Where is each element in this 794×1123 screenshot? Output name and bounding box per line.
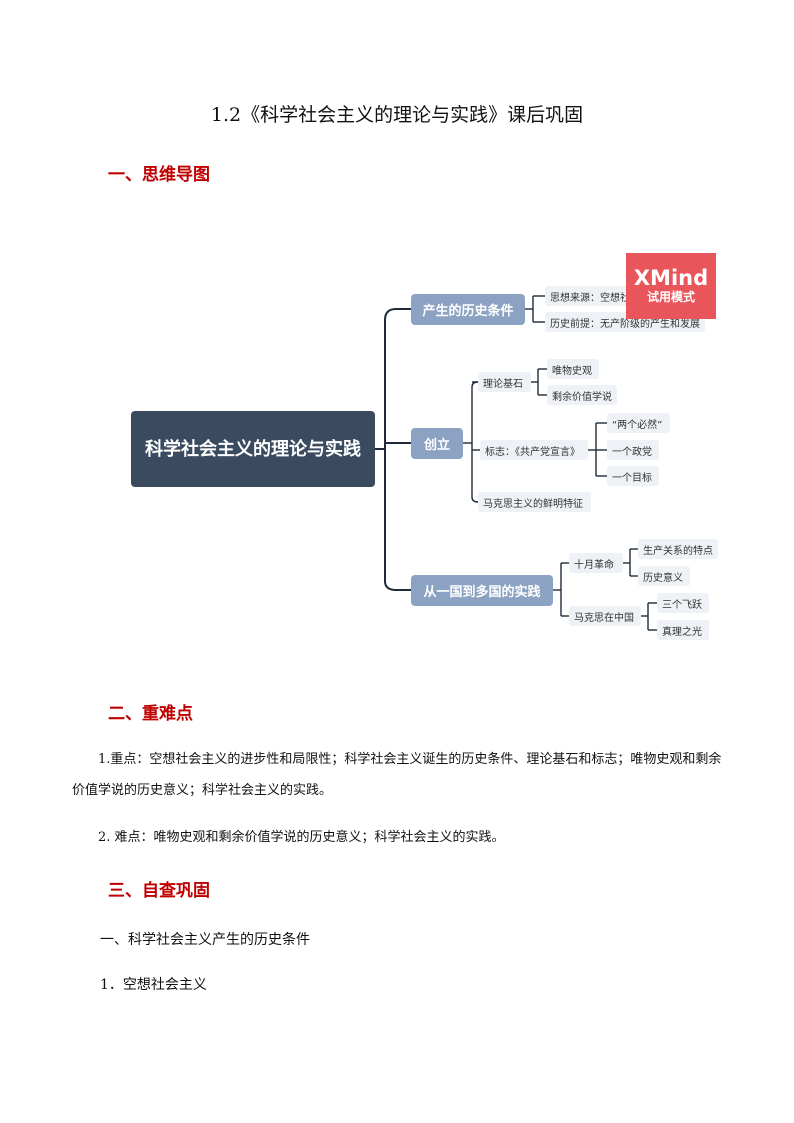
mindmap-node-historical-significance: 历史意义 <box>638 566 690 586</box>
mindmap-section-heading: 一、思维导图 <box>108 165 210 185</box>
xmind-trial-watermark: XMind 试用模式 <box>626 253 716 319</box>
mindmap-node-symbol: 标志：《共产党宣言》 <box>480 440 588 460</box>
xmind-brand-text: XMind <box>633 266 709 290</box>
mindmap-node-production-relations: 生产关系的特点 <box>638 539 718 559</box>
mindmap-node-two-inevitables: “两个必然” <box>607 413 670 433</box>
key-point-paragraph: 1.重点：空想社会主义的进步性和局限性；科学社会主义诞生的历史条件、理论基石和标… <box>72 752 722 798</box>
mindmap-node-one-goal: 一个目标 <box>607 466 659 486</box>
mindmap-node-three-leaps: 三个飞跃 <box>657 593 709 613</box>
mindmap-node-founding: 创立 <box>411 428 463 459</box>
hard-point-paragraph: 2. 难点：唯物史观和剩余价值学说的历史意义；科学社会主义的实践。 <box>98 830 505 845</box>
review-item-1: 一、科学社会主义产生的历史条件 <box>100 932 310 948</box>
mindmap-node-marx-in-china: 马克思在中国 <box>569 606 641 626</box>
mindmap-node-practice: 从一国到多国的实践 <box>411 575 553 606</box>
mindmap-node-theory-base: 理论基石 <box>478 372 531 392</box>
xmind-mode-text: 试用模式 <box>646 290 695 304</box>
review-item-2: 1．空想社会主义 <box>100 977 207 993</box>
difficulty-section-heading: 二、重难点 <box>108 704 193 724</box>
mindmap-node-light-of-truth: 真理之光 <box>657 620 709 640</box>
review-section-heading: 三、自查巩固 <box>108 881 210 901</box>
mindmap-node-october-revolution: 十月革命 <box>569 553 623 573</box>
mindmap-node-history: 产生的历史条件 <box>411 294 525 325</box>
mindmap-node-historical-materialism: 唯物史观 <box>547 359 599 379</box>
document-title: 1.2《科学社会主义的理论与实践》课后巩固 <box>210 104 584 126</box>
mindmap-node-marxism-feature: 马克思主义的鲜明特征 <box>478 492 591 512</box>
mindmap-root-node: 科学社会主义的理论与实践 <box>131 411 375 487</box>
mindmap-node-surplus-value: 剩余价值学说 <box>547 385 617 405</box>
mindmap-node-one-party: 一个政党 <box>607 440 659 460</box>
